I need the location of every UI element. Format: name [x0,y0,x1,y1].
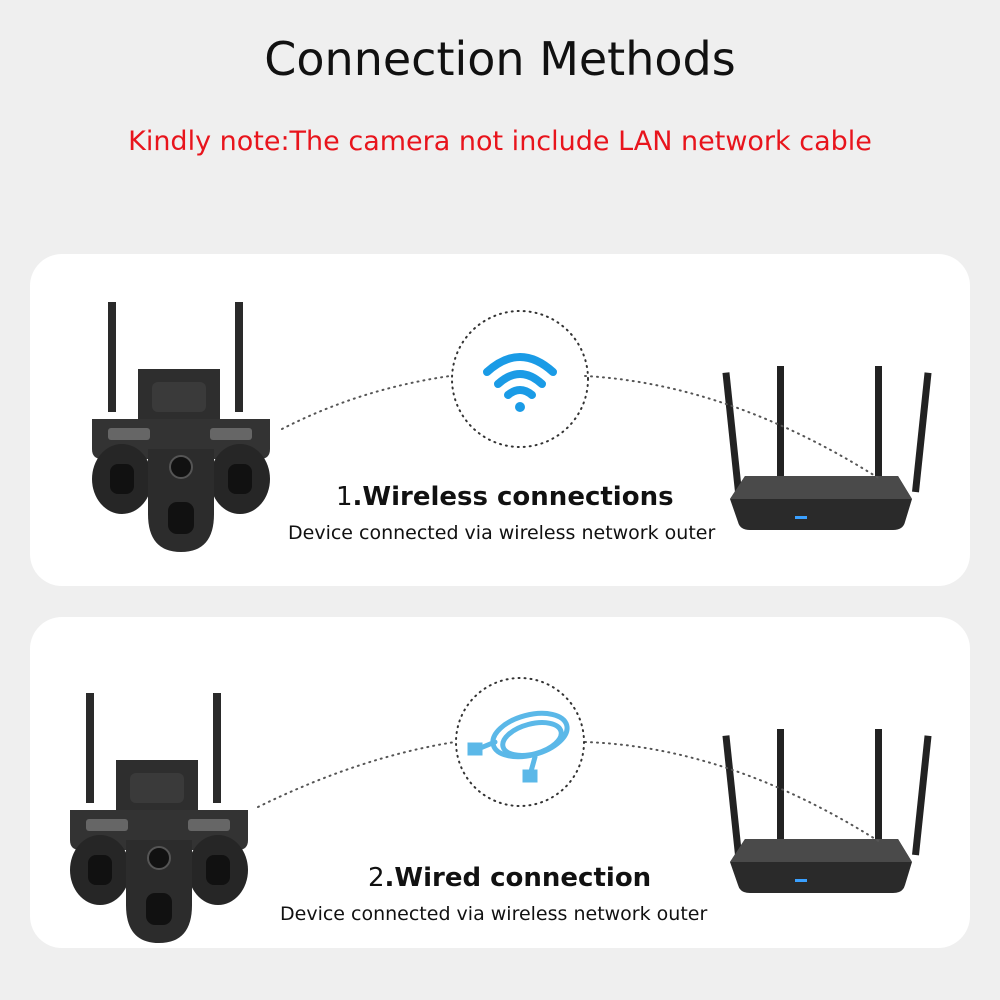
dotted-link-right [584,741,881,843]
wifi-icon [483,353,557,412]
method-title: 2.Wired connection [368,863,652,893]
router-image [722,366,932,530]
camera-image [69,692,249,944]
method-description: Device connected via wireless network ou… [288,522,716,544]
dotted-circle [451,310,589,448]
dotted-link-right [584,375,881,480]
wired-diagram [69,677,932,944]
method-description: Device connected via wireless network ou… [280,903,708,925]
method-title: 1.Wireless connections [336,482,674,512]
lan-cable-icon [467,710,570,783]
camera-image [91,301,271,553]
dotted-link-left [281,375,451,430]
note-text: Kindly note:The camera not include LAN n… [128,126,872,157]
wireless-diagram [91,301,932,553]
wired-connection-panel: 2.Wired connection Device connected via … [30,617,970,948]
wireless-connection-panel: 1.Wireless connections Device connected … [30,254,970,586]
dotted-circle [455,677,585,807]
page-title: Connection Methods [264,32,736,86]
dotted-link-left [257,741,456,808]
